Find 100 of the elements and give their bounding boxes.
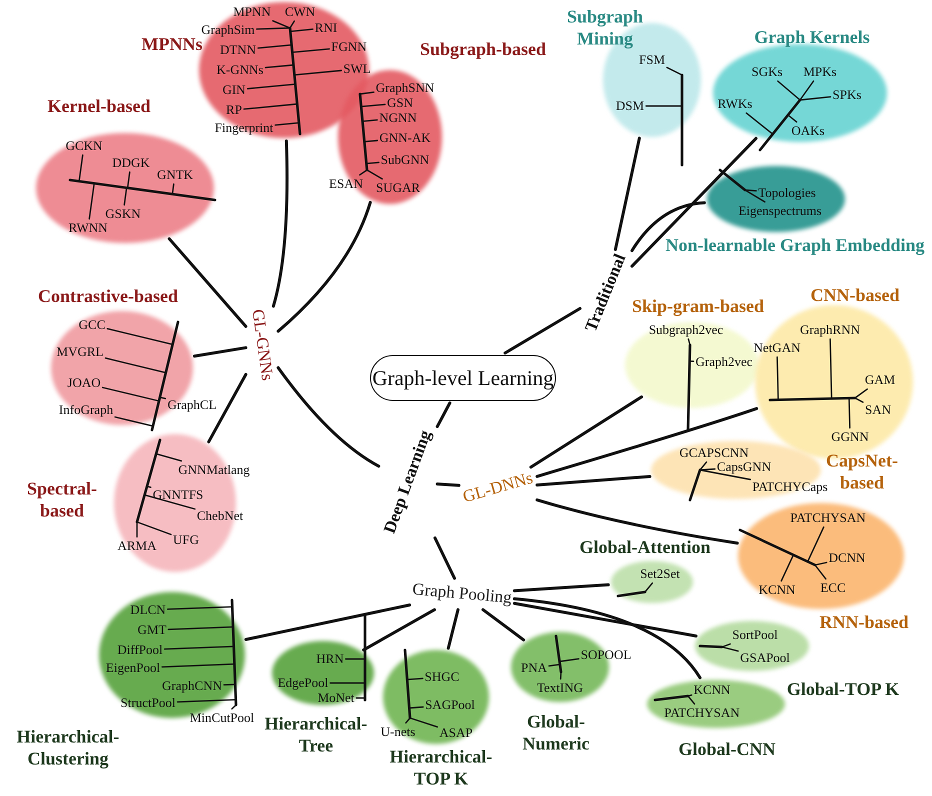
category-title: Global-Attention xyxy=(580,537,710,559)
branch-line xyxy=(560,671,562,680)
branch-line xyxy=(362,608,436,652)
branch-bar xyxy=(653,694,690,702)
branch-line xyxy=(482,608,526,642)
method-label: ECC xyxy=(820,580,846,596)
branch-bar xyxy=(363,613,367,702)
method-label: GAM xyxy=(864,372,896,388)
branch-bar xyxy=(768,396,857,402)
branch-line xyxy=(362,119,378,122)
branch-line xyxy=(436,482,460,487)
category-title: Global-CNN xyxy=(678,739,776,761)
category-title: Skip-gram-based xyxy=(632,296,764,318)
branch-line xyxy=(167,606,233,610)
branch-line xyxy=(366,162,380,164)
branch-bar xyxy=(738,528,817,567)
branch-line xyxy=(159,396,166,400)
branch-label: Graph Pooling xyxy=(412,580,512,608)
method-label: KCNN xyxy=(694,682,730,698)
branch-line xyxy=(223,684,236,686)
method-label: ASAP xyxy=(439,726,473,740)
category-title: Contrastive-based xyxy=(38,286,178,308)
method-label: GNTK xyxy=(156,168,194,182)
branch-line xyxy=(172,183,174,195)
branch-line xyxy=(434,536,456,580)
branch-line xyxy=(630,201,706,252)
branch-line xyxy=(744,189,757,192)
branch-line xyxy=(721,646,739,652)
branch-line xyxy=(359,92,374,95)
method-label: GSAPool xyxy=(740,650,790,666)
method-label: SHGC xyxy=(424,670,460,684)
method-label: TextING xyxy=(536,680,584,696)
branch-line xyxy=(168,237,248,328)
method-label: UFG xyxy=(173,532,199,548)
method-label: RP xyxy=(226,102,242,118)
branch-line xyxy=(193,346,248,358)
method-label: Subgraph2vec xyxy=(648,322,724,338)
branch-line xyxy=(276,200,372,333)
branch-line xyxy=(364,140,378,142)
branch-line xyxy=(780,554,794,582)
branch-line xyxy=(168,626,234,630)
branch-line xyxy=(787,114,798,123)
branch-bar xyxy=(554,634,563,674)
branch-line xyxy=(244,604,412,641)
method-label: HRN xyxy=(316,652,344,666)
branch-bar xyxy=(358,92,369,172)
category-title: CNN-based xyxy=(810,285,900,307)
method-label: GNN-AK xyxy=(379,130,431,146)
branch-line xyxy=(207,373,248,444)
category-title: Global-TOP K xyxy=(786,679,900,701)
branch-line xyxy=(512,602,698,638)
branch-line xyxy=(744,189,766,203)
branch-line xyxy=(176,699,236,703)
branch-bar xyxy=(680,73,684,167)
branch-line xyxy=(630,136,758,268)
branch-line xyxy=(289,20,295,29)
branch-bar xyxy=(688,468,702,502)
branch-bar xyxy=(68,178,217,202)
branch-line xyxy=(88,182,95,220)
branch-line xyxy=(807,526,824,562)
method-label: GSN xyxy=(387,96,413,110)
category-title: Hierarchical- Clustering xyxy=(16,726,120,770)
method-label: SOPOOL xyxy=(580,648,632,662)
branch-line xyxy=(246,84,296,90)
category-title: Non-learnable Graph Embedding xyxy=(665,235,925,257)
branch-line xyxy=(124,187,128,206)
method-label: EdgePool xyxy=(278,676,328,690)
method-label: MinCutPool xyxy=(190,710,254,726)
branch-bar xyxy=(686,343,692,432)
method-label: EigenPool xyxy=(106,660,160,676)
method-label: SubGNN xyxy=(380,152,430,168)
method-label: OAKs xyxy=(791,124,825,138)
branch-bar xyxy=(288,26,302,136)
branch-line xyxy=(155,453,182,462)
branch-line xyxy=(830,338,832,400)
branch-line xyxy=(272,140,289,308)
method-label: U-nets xyxy=(380,724,416,740)
method-label: PNA xyxy=(521,660,547,676)
branch-label: GL-DNNs xyxy=(460,469,536,507)
method-label: ARMA xyxy=(118,538,156,554)
branch-line xyxy=(746,112,774,135)
method-label: DDGK xyxy=(112,156,150,170)
branch-line xyxy=(721,643,731,648)
method-label: DTNN xyxy=(220,42,256,58)
branch-line xyxy=(699,468,716,471)
method-label: MVGRL xyxy=(56,344,104,360)
branch-line xyxy=(146,486,152,488)
method-label: Topologies xyxy=(758,186,816,200)
method-label: GSKN xyxy=(105,206,141,222)
method-label: GCKN xyxy=(66,138,102,154)
branch-line xyxy=(558,658,580,662)
method-label: DiffPool xyxy=(117,642,163,658)
branch-bar xyxy=(616,590,647,598)
branch-line xyxy=(666,66,683,76)
category-title: Global- Numeric xyxy=(522,711,590,755)
branch-line xyxy=(345,658,366,660)
branch-line xyxy=(406,678,424,680)
category-title: Kernel-based xyxy=(48,96,150,118)
branch-line xyxy=(645,105,683,107)
branch-line xyxy=(536,498,739,545)
